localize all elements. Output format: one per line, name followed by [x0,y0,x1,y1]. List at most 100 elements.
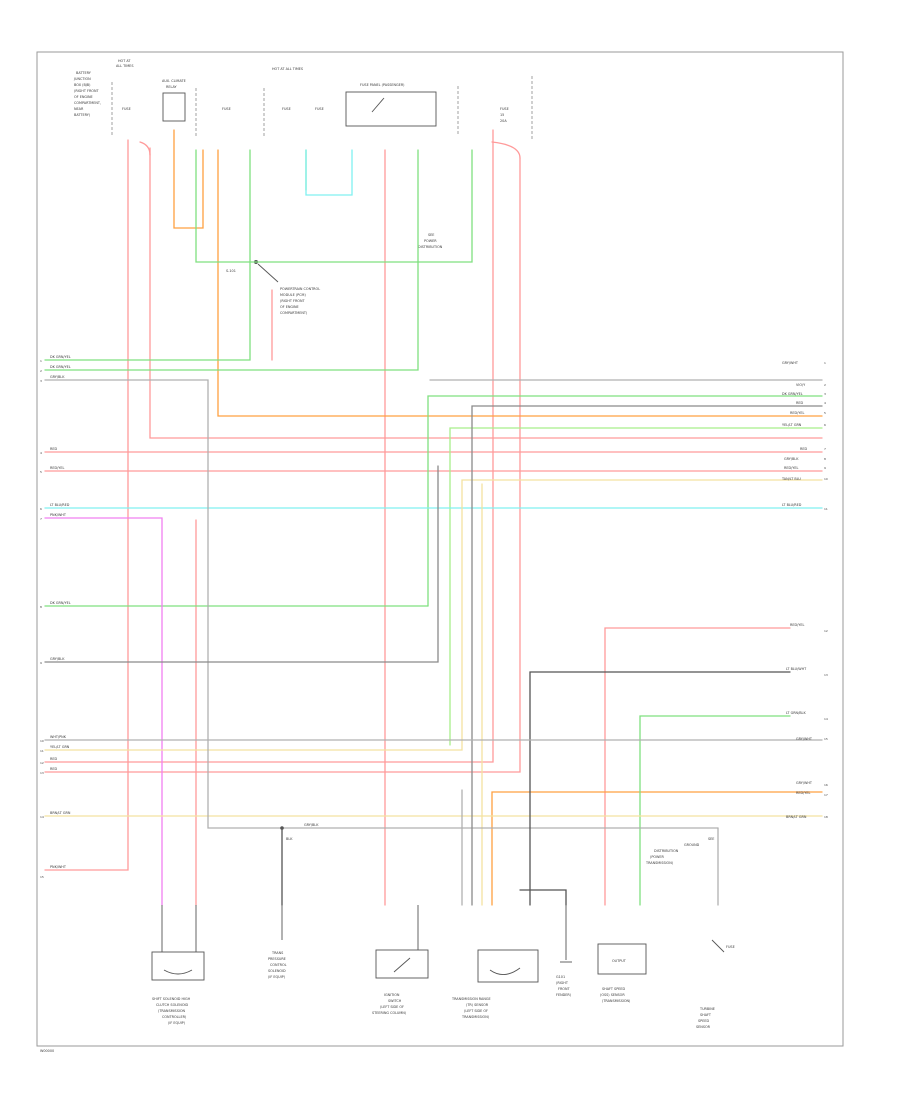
turbine-label-2: SHAFT [700,1013,712,1017]
wire-green-1 [44,149,251,361]
right-pin-4: 4 [824,401,826,405]
pressure-label-1: TRANS [271,951,283,955]
fuse-panel-box [345,91,437,127]
left-pin-2: 2 [40,369,42,373]
wire-gray-r [471,405,823,906]
right-label-5: RED/YEL [790,411,804,415]
ground-point-label-2: (RIGHT [556,981,569,985]
right-pin-12: 12 [824,629,828,633]
shift-solenoid-label-2: CLUTCH SOLENOID [156,1003,188,1007]
left-pin-6: 6 [40,507,42,511]
wire-green-3 [427,395,823,607]
wire-cyan-loop [305,149,353,196]
bjb-label-7: NEAR [74,107,84,111]
right-fuse-label-1: FUSE [500,107,509,111]
right-pin-15: 15 [824,737,828,741]
right-wire-labels: GRY/WHT 1 VIO/Y 2 DK GRN/YEL 3 RED 4 RED… [781,361,828,819]
left-label-5: RED/YEL [50,466,64,470]
right-label-1: GRY/WHT [782,361,799,365]
hot-label-left-2: ALL TIMES [116,64,133,68]
right-pin-17: 17 [824,793,828,797]
right-label-2: VIO/Y [796,383,806,387]
right-label-11: LT BLU/RED [782,503,802,507]
ground-bus-splice [280,826,284,830]
right-pin-8: 8 [824,457,826,461]
left-pin-15: 15 [40,875,44,879]
pressure-label-4: SOLENOID [268,969,286,973]
splice-note-1: POWERTRAIN CONTROL [280,287,320,291]
wire-lt-green [449,427,823,746]
left-label-11: YEL/LT GRN [50,745,70,749]
ignition-label-1: IGNITION [384,993,400,997]
wire-red-right-box [604,627,791,906]
hot-label-center: HOT AT ALL TIMES [272,67,303,71]
splice-leader [257,263,279,283]
ground-point-label-1: G101 [556,975,565,979]
right-label-18: BRN/LT GRN [786,815,807,819]
left-pin-14: 14 [40,815,44,819]
fuse-label-left: FUSE [122,107,131,111]
wire-green-2 [44,149,419,371]
left-label-7: PNK/WHT [50,513,67,517]
right-pin-5: 5 [824,411,826,415]
relay-label-2: RELAY [166,85,178,89]
wire-red-hook [139,141,151,156]
right-label-12: RED/YEL [790,623,804,627]
wire-gray-ground [44,379,719,829]
left-label-8: DK GRN/YEL [50,601,71,605]
right-pin-18: 18 [824,815,828,819]
left-label-13: RED [50,767,57,771]
shift-solenoid-label-3: (TRANSMISSION [158,1009,186,1013]
pressure-label-5: (IF EQUIP) [268,975,286,979]
turbine-fuse-label: FUSE [726,945,735,949]
splice-note-5: COMPARTMENT) [280,311,308,315]
shift-solenoid-box [151,951,205,981]
splice-note-2: MODULE (PCM) [280,293,306,297]
center-note-1: SEE [428,233,434,237]
tr-label-2: (TR) SENSOR [466,1003,489,1007]
right-label-16: GRY/WHT [796,781,813,785]
left-label-6: LT BLU/RED [50,503,70,507]
right-label-14: LT GRN/BLK [786,711,806,715]
left-label-9: GRY/BLK [50,657,65,661]
wire-dark-right [529,671,791,906]
right-pin-11: 11 [824,507,828,511]
bjb-label-6: COMPARTMENT, [74,101,101,105]
wire-gray-9 [44,465,439,663]
top-connector-area: HOT AT ALL TIMES BATTERY JUNCTION BOX (B… [73,59,533,315]
right-pin-2: 2 [824,383,826,387]
left-pin-4: 4 [40,451,42,455]
wire-red-r2 [44,129,494,763]
right-label-3: DK GRN/YEL [782,392,803,396]
aux-relay-box [162,92,186,122]
ignition-label-4: STEERING COLUMN) [372,1011,407,1015]
left-label-10: WHT/PNK [50,735,67,739]
left-label-14: BRN/LT GRN [50,811,71,815]
left-label-3: GRY/BLK [50,375,65,379]
right-pin-13: 13 [824,673,828,677]
wires [44,129,823,906]
fuse-label-3: FUSE [282,107,291,111]
shift-solenoid-label-5: (IF EQUIP) [168,1021,186,1025]
right-label-10: TAN/LT BLU [781,477,801,481]
ignition-label-2: SWITCH [388,999,402,1003]
left-label-1: DK GRN/YEL [50,355,71,359]
left-label-15: PNK/WHT [50,865,67,869]
shift-solenoid-coil [163,969,193,975]
wire-orange-h [217,149,823,417]
right-pin-1: 1 [824,361,826,365]
left-pin-5: 5 [40,470,42,474]
wire-dark-tr [519,889,567,906]
left-pin-1: 1 [40,359,42,363]
oss-label-3: (TRANSMISSION) [602,999,631,1003]
tr-sensor-contact [489,967,521,975]
left-label-2: DK GRN/YEL [50,365,71,369]
ignition-label-3: (LEFT SIDE OF [380,1005,404,1009]
bjb-label-2: JUNCTION [73,77,91,81]
left-pin-3: 3 [40,379,42,383]
wire-red-r1 [44,157,521,773]
ground-point-label-3: FRONT [558,987,571,991]
left-pin-8: 8 [40,605,42,609]
right-note-3: DISTRIBUTION [654,849,679,853]
